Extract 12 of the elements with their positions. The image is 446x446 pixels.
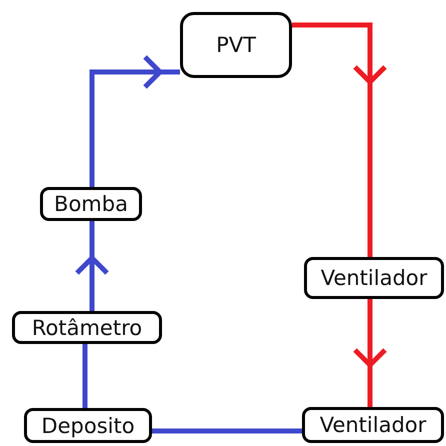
process-box: PVT [180,12,292,78]
arrow [74,218,110,314]
arrow [352,296,388,410]
connector-line [152,428,302,434]
process-box: Ventilador [304,257,444,299]
process-box: Bomba [40,187,142,221]
process-box: Rotâmetro [12,311,162,344]
connector-line [82,344,88,408]
arrow [290,22,388,260]
process-box: Deposito [24,408,152,443]
arrow [90,54,182,190]
process-box: Ventilador [302,407,444,443]
